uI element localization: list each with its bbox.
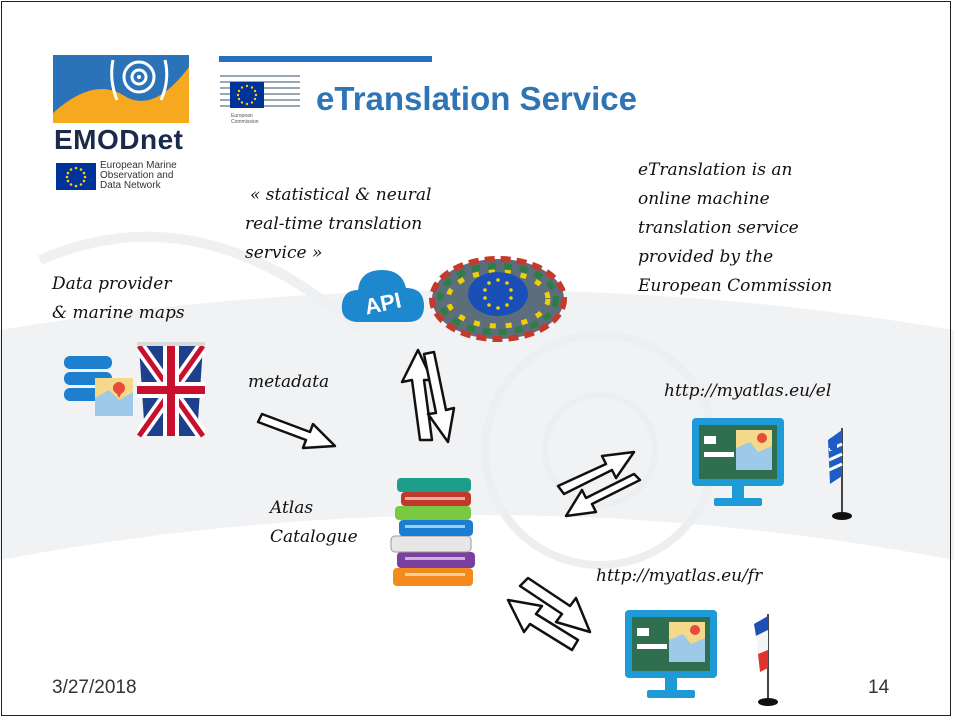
european-commission-logo <box>220 75 300 108</box>
title-accent-bar <box>219 56 432 62</box>
emodnet-wave-logo <box>53 55 189 123</box>
ec-caption-line: European <box>231 113 253 119</box>
description-line5: European Commission <box>638 276 833 296</box>
marine-map-icon <box>95 378 133 416</box>
description-line3: translation service <box>638 218 799 238</box>
statistical-label-line2: real-time translation <box>245 214 423 234</box>
emodnet-subtitle-line: European Marine <box>100 160 177 171</box>
url-fr-label: http://myatlas.eu/fr <box>596 566 763 586</box>
description-line1: eTranslation is an <box>638 160 793 180</box>
description-line2: online machine <box>638 189 770 209</box>
union-jack-cup-icon <box>137 342 205 438</box>
emodnet-subtitle-line: Data Network <box>100 180 161 191</box>
arrow-from-el-icon <box>564 472 642 518</box>
statistical-label-line3: service » <box>245 243 323 263</box>
arrow-from-fr-icon <box>506 598 580 652</box>
api-cloud-icon: API <box>341 270 424 322</box>
eu-flags-ring-icon <box>429 256 567 342</box>
arrow-to-el-icon <box>556 450 636 496</box>
monitor-fr-icon <box>625 610 717 698</box>
data-provider-line2: & marine maps <box>52 303 185 323</box>
statistical-label-line1: « statistical & neural <box>250 185 432 205</box>
metadata-label: metadata <box>248 372 330 392</box>
url-el-label: http://myatlas.eu/el <box>664 381 832 401</box>
page-number: 14 <box>868 677 890 698</box>
monitor-el-icon <box>692 418 784 506</box>
metadata-arrow-icon <box>256 412 337 450</box>
slide-date: 3/27/2018 <box>52 677 137 698</box>
atlas-label-line1: Atlas <box>270 498 314 518</box>
greece-flag-icon <box>828 428 852 520</box>
emodnet-subtitle: European Marine Observation and Data Net… <box>100 161 177 191</box>
data-provider-line1: Data provider <box>52 274 172 294</box>
ec-caption-line: Commission <box>231 119 259 125</box>
atlas-label-line2: Catalogue <box>270 527 358 547</box>
arrow-to-fr-icon <box>518 576 592 634</box>
description-line4: provided by the <box>638 247 774 267</box>
emodnet-subtitle-line: Observation and <box>100 170 174 181</box>
emodnet-name: EMODnet <box>54 124 184 155</box>
eu-flag-icon <box>56 163 96 190</box>
ec-caption: European Commission <box>231 113 259 125</box>
books-stack-icon <box>390 478 475 586</box>
france-flag-icon <box>754 614 778 706</box>
down-arrow-icon <box>422 350 456 444</box>
slide-title: eTranslation Service <box>316 80 637 117</box>
